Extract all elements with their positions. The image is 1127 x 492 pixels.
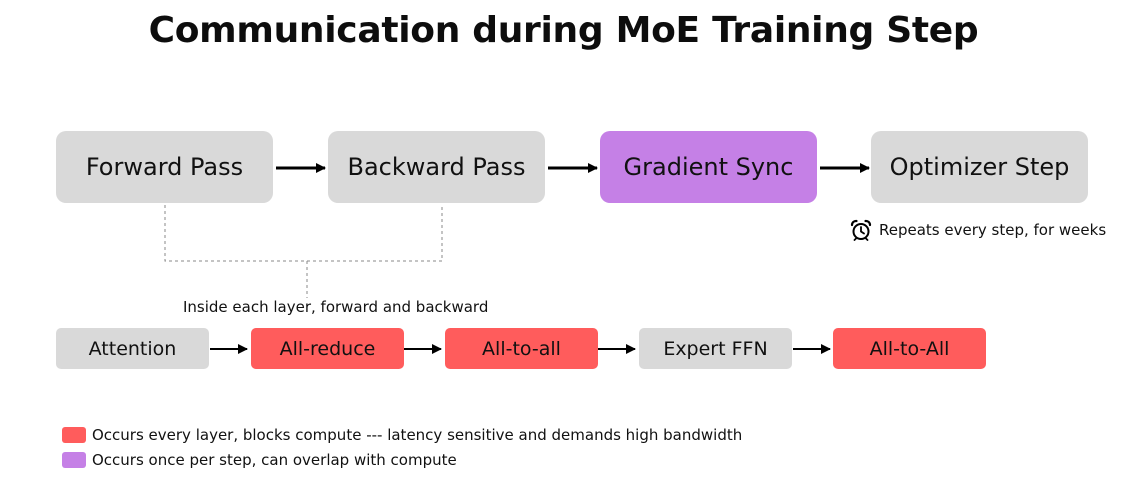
layer-step-all-to-all-first: All-to-all — [445, 328, 598, 369]
step-forward-pass-label: Forward Pass — [85, 153, 244, 181]
layer-step-all-reduce-label: All-reduce — [279, 337, 376, 360]
layer-step-all-reduce: All-reduce — [251, 328, 404, 369]
step-optimizer-step: Optimizer Step — [871, 131, 1088, 203]
step-gradient-sync: Gradient Sync — [600, 131, 817, 203]
legend-label-purple: Occurs once per step, can overlap with c… — [92, 451, 457, 469]
layer-step-expert-ffn-label: Expert FFN — [663, 337, 768, 360]
dashed-bracket — [164, 205, 443, 298]
step-optimizer-step-label: Optimizer Step — [889, 153, 1070, 181]
layer-step-attention-label: Attention — [88, 337, 177, 360]
step-gradient-sync-label: Gradient Sync — [623, 153, 794, 181]
legend-label-red: Occurs every layer, blocks compute --- l… — [92, 426, 743, 444]
layer-step-all-to-all-second-label: All-to-All — [869, 337, 950, 360]
step-forward-pass: Forward Pass — [56, 131, 273, 203]
legend-swatch-red — [62, 427, 86, 443]
layer-step-attention: Attention — [56, 328, 209, 369]
step-backward-pass: Backward Pass — [328, 131, 545, 203]
legend-swatch-purple — [62, 452, 86, 468]
diagram-title: Communication during MoE Training Step — [148, 10, 979, 51]
layer-step-expert-ffn: Expert FFN — [639, 328, 792, 369]
layer-note: Inside each layer, forward and backward — [183, 298, 489, 316]
step-backward-pass-label: Backward Pass — [347, 153, 526, 181]
alarm-clock-icon — [850, 219, 872, 241]
layer-step-all-to-all-second: All-to-All — [833, 328, 986, 369]
repeat-note: Repeats every step, for weeks — [879, 221, 1107, 239]
layer-step-all-to-all-first-label: All-to-all — [482, 337, 561, 360]
